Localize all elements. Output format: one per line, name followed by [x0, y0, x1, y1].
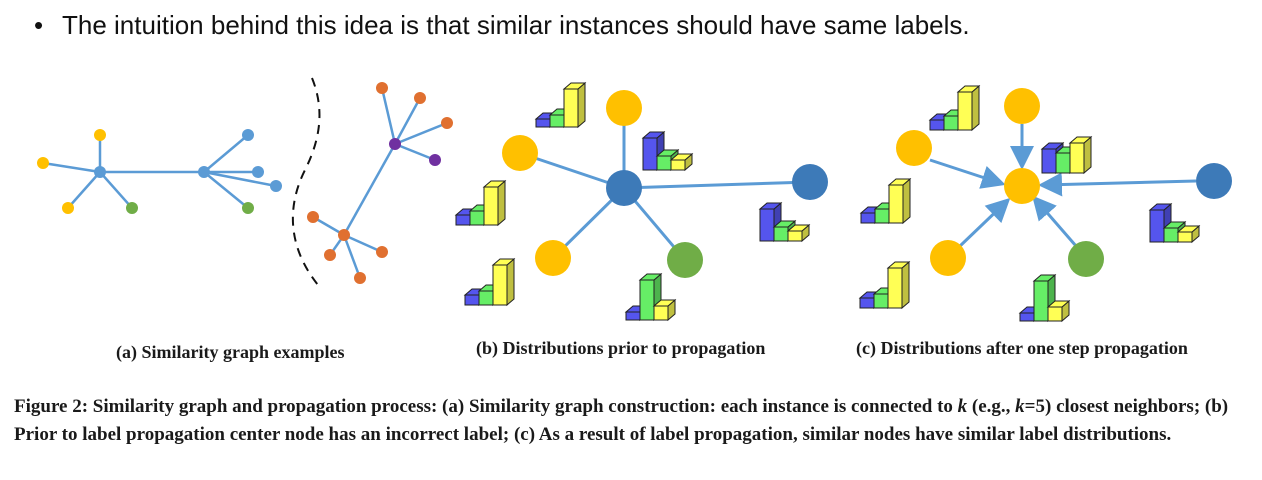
bar-glyph-4-bar-2-front	[653, 305, 669, 321]
bar-glyph-1-bar-2-front	[670, 159, 686, 171]
bar-glyph-0-bar-2-side	[577, 81, 586, 129]
bullet-text: The intuition behind this idea is that s…	[62, 10, 970, 40]
caption-mid2: =5) closest neighbors; (b) Prior to labe…	[14, 396, 1229, 445]
bar-glyph-8-bar-1-front	[874, 208, 890, 224]
bar-glyph-6-bar-0-front	[929, 119, 945, 131]
panel-a-left-graph	[42, 134, 277, 209]
bar-glyph-5-bar-1-top	[772, 220, 797, 228]
bar-glyph-0-bar-0-front	[535, 118, 551, 128]
bar-glyph-6-bar-1-front	[943, 115, 959, 131]
bar-glyph-9-bar-2-side	[901, 260, 910, 310]
similarity-graph-figure	[37, 77, 1232, 323]
panel-a-left-nodes	[37, 129, 282, 214]
bar-glyph-2-bar-1-front	[469, 210, 485, 226]
subcaption-b: (b) Distributions prior to propagation	[476, 338, 766, 358]
bar-glyph-8-bar-2-side	[902, 177, 911, 225]
bar-glyph-6-bar-2-side	[971, 84, 980, 132]
bar-glyph-11-bar-1-front	[1163, 227, 1179, 243]
bar-glyph-7-bar-1-front	[1055, 152, 1071, 174]
bar-glyph-10-bar-2-top	[1046, 300, 1071, 308]
panel-c-nodes	[896, 88, 1232, 277]
bullet-point: • The intuition behind this idea is that …	[34, 10, 970, 41]
bar-glyph-4-bar-0-front	[625, 311, 641, 321]
bar-glyph-1-bar-0-top	[641, 131, 666, 139]
bar-glyph-1-bar-1-front	[656, 155, 672, 171]
bar-glyph-6-bar-2-front	[957, 91, 973, 131]
bar-glyph-1-bar-0-front	[642, 137, 658, 171]
bar-glyph-1-bar-1-top	[655, 149, 680, 157]
bar-glyph-9-bar-2-top	[886, 261, 911, 269]
panel-c-edges	[929, 124, 1197, 248]
bar-glyph-3-bar-2-top	[491, 258, 516, 266]
bar-glyph-5-bar-0-top	[758, 202, 783, 210]
caption-k2: k	[1015, 396, 1025, 417]
dashed-separator	[291, 77, 321, 286]
bar-glyph-4-bar-2-top	[652, 299, 677, 307]
caption-mid1: (e.g.,	[967, 396, 1016, 417]
panel-b-nodes	[502, 90, 828, 278]
caption-prefix: Figure 2: Similarity graph and propagati…	[14, 396, 958, 417]
bar-glyph-4-bar-1-front	[639, 279, 655, 321]
bar-glyph-11-bar-2-top	[1176, 225, 1201, 233]
bar-glyph-11-bar-0-top	[1148, 203, 1173, 211]
bar-glyph-8-bar-2-front	[888, 184, 904, 224]
bar-glyph-5-bar-2-top	[786, 224, 811, 232]
bar-glyph-11-bar-2-front	[1177, 231, 1193, 243]
figure-caption: Figure 2: Similarity graph and propagati…	[14, 393, 1254, 449]
bar-glyph-2-bar-2-top	[482, 180, 507, 188]
bar-glyph-9-bar-2-front	[887, 267, 903, 309]
distribution-bar-charts	[454, 81, 1201, 323]
bar-glyph-3-bar-1-front	[478, 290, 494, 306]
bar-glyph-7-bar-2-top	[1068, 136, 1093, 144]
bar-glyph-10-bar-1-top	[1032, 274, 1057, 282]
bar-glyph-3-bar-2-front	[492, 264, 508, 306]
bar-glyph-1-bar-2-top	[669, 153, 694, 161]
bar-glyph-0-bar-2-front	[563, 88, 579, 128]
bar-glyph-3-bar-2-side	[506, 257, 515, 307]
bar-glyph-11-bar-0-front	[1149, 209, 1165, 243]
bar-glyph-11-bar-1-top	[1162, 221, 1187, 229]
panel-a-right-graph	[312, 87, 448, 279]
bar-glyph-4-bar-1-top	[638, 273, 663, 281]
bar-glyph-2-bar-0-front	[455, 214, 471, 226]
subcaption-c: (c) Distributions after one step propaga…	[856, 338, 1188, 358]
bar-glyph-9-bar-1-front	[873, 293, 889, 309]
bar-glyph-3-bar-0-front	[464, 294, 480, 306]
caption-k1: k	[957, 396, 968, 417]
bar-glyph-5-bar-2-front	[787, 230, 803, 242]
bar-glyph-9-bar-0-front	[859, 297, 875, 309]
bar-glyph-0-bar-1-front	[549, 114, 565, 128]
subcaption-a: (a) Similarity graph examples	[116, 342, 345, 362]
bar-glyph-7-bar-2-front	[1069, 142, 1085, 174]
bar-glyph-7-bar-0-front	[1041, 148, 1057, 174]
bar-glyph-2-bar-2-front	[483, 186, 499, 226]
bar-glyph-10-bar-2-front	[1047, 306, 1063, 322]
bar-glyph-10-bar-1-front	[1033, 280, 1049, 322]
bar-glyph-5-bar-1-front	[773, 226, 789, 242]
panel-a-right-nodes	[307, 82, 453, 284]
bar-glyph-0-bar-2-top	[562, 82, 587, 90]
bar-glyph-10-bar-0-front	[1019, 312, 1035, 322]
bar-glyph-5-bar-0-front	[759, 208, 775, 242]
bar-glyph-7-bar-0-top	[1040, 142, 1065, 150]
bar-glyph-8-bar-2-top	[887, 178, 912, 186]
bullet-symbol: •	[34, 10, 44, 40]
bar-glyph-2-bar-2-side	[497, 179, 506, 227]
bar-glyph-8-bar-0-front	[860, 212, 876, 224]
bar-glyph-6-bar-2-top	[956, 85, 981, 93]
